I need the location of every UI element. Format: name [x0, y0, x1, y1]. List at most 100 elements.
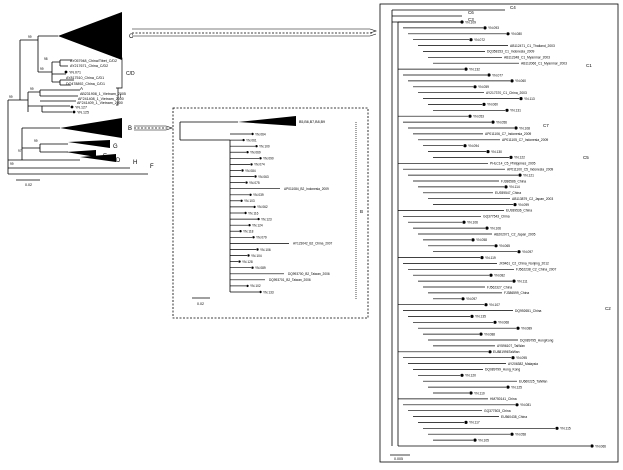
right-taxon: YN.053	[473, 115, 484, 119]
sample-marker	[253, 205, 256, 209]
right-taxon: AY596107_TaiWan	[497, 344, 525, 348]
sample-marker	[511, 356, 515, 360]
subgenotype-labels: C4 C6 C3 C1 C7 C5 C2	[468, 5, 611, 311]
right-taxon: YN.065	[499, 244, 510, 248]
right-taxon: EU939536_China	[506, 209, 532, 213]
right-taxon: FJ562238_C2_China_2007	[516, 268, 556, 272]
f-label: F	[150, 164, 154, 170]
middle-taxon: YN.128	[242, 260, 253, 264]
right-taxon: AB112066_C1_Myanmar_2003	[521, 62, 567, 66]
sample-marker	[242, 138, 245, 142]
sample-marker	[515, 403, 519, 407]
left-taxon: AY817510_China_C/D1	[66, 76, 104, 80]
right-taxon: EU560438_China	[501, 415, 527, 419]
right-taxon: EU660225_TaiWan	[519, 380, 547, 384]
middle-leaves: YN.064YN.061YN.100YN.069YN.090YN.074YN.0…	[229, 132, 333, 294]
right-taxon: YN.088	[484, 332, 495, 336]
c7-label: C7	[543, 123, 549, 128]
right-taxon: YN.113	[524, 97, 535, 101]
svg-text:99: 99	[10, 162, 14, 166]
middle-taxon: YN.074	[254, 163, 265, 167]
right-taxon: YN.097	[466, 297, 477, 301]
right-taxon: YN.056	[496, 120, 507, 124]
left-taxon: YN.125	[77, 111, 89, 115]
sample-marker	[250, 163, 253, 166]
g-label: G	[113, 144, 118, 150]
middle-tree-panel: B5,B6,B7,B8,B9 YN.064YN.061YN.100YN.069Y…	[172, 107, 369, 319]
right-taxon: YN.060	[487, 103, 498, 107]
cd-label: C/D	[126, 71, 135, 77]
sample-marker	[489, 273, 493, 277]
sample-marker	[506, 385, 510, 389]
sample-marker	[518, 173, 522, 177]
i-label: I	[120, 94, 121, 100]
sample-marker	[240, 199, 243, 202]
sample-marker	[238, 260, 241, 263]
sample-marker	[482, 102, 486, 106]
left-taxon: DQ478892_China_C/D1	[66, 82, 105, 86]
right-taxon: YN.131	[510, 109, 521, 113]
right-taxon: AP011100_C5_Indonesia_2009	[507, 168, 553, 172]
middle-taxon: YN.090	[263, 157, 274, 161]
sample-marker	[259, 157, 262, 160]
sample-marker	[252, 236, 255, 239]
right-taxon: YN.066	[595, 444, 606, 448]
middle-taxon: YN.133	[263, 290, 274, 294]
sample-marker	[249, 193, 252, 196]
sample-marker	[257, 217, 260, 221]
middle-taxon: YN.084	[245, 169, 256, 173]
b-label-middle: B	[360, 209, 363, 214]
sample-marker	[246, 284, 249, 288]
left-taxon: YN.071	[69, 71, 81, 75]
right-taxon: YN.072	[474, 38, 485, 42]
middle-taxon: YN.116	[248, 211, 259, 215]
middle-taxon: YN.039	[253, 193, 264, 197]
right-taxon: YN.109	[465, 20, 476, 24]
right-taxon: YN.058	[476, 238, 487, 242]
right-taxon: DQ992651_China	[515, 309, 542, 313]
sample-marker	[245, 181, 248, 184]
middle-taxon: YN.063	[258, 175, 269, 179]
right-taxon: YN.119	[485, 256, 496, 260]
sample-marker	[468, 114, 472, 118]
right-taxon: YN.105	[478, 438, 489, 442]
middle-taxon: YN.100	[259, 145, 270, 149]
right-taxon: AP011106_C7_Indonesia_2009	[485, 132, 531, 136]
sample-marker	[516, 326, 520, 330]
sample-marker	[519, 97, 523, 101]
sample-marker	[493, 320, 497, 324]
svg-text:97: 97	[18, 149, 22, 153]
sample-marker	[504, 185, 508, 189]
sample-marker	[514, 126, 518, 130]
svg-text:98: 98	[44, 57, 48, 61]
sample-marker	[464, 420, 468, 424]
sample-marker	[471, 238, 475, 242]
sample-marker	[513, 203, 517, 207]
sample-marker	[464, 67, 468, 71]
right-taxon: YN.058	[515, 433, 526, 437]
right-taxon: EU939547_China	[495, 191, 521, 195]
right-taxon: YN.130	[491, 150, 502, 154]
sample-marker	[473, 85, 477, 89]
c3-label: C3	[468, 17, 474, 22]
sample-marker	[494, 244, 498, 248]
sample-marker	[259, 290, 262, 294]
c4-label: C4	[510, 5, 516, 10]
right-taxon: YN.107	[489, 303, 500, 307]
middle-taxon: YN.103	[244, 199, 255, 203]
right-taxon: YN.120	[465, 374, 476, 378]
sample-marker	[483, 26, 487, 30]
right-taxon: YN.110	[474, 391, 485, 395]
right-taxon: YN.111	[517, 279, 528, 283]
middle-taxon: YN.075	[249, 181, 260, 185]
c1-label: C1	[586, 63, 592, 68]
sample-marker	[247, 254, 250, 257]
svg-text:99: 99	[34, 139, 38, 143]
sample-marker	[460, 20, 464, 24]
right-taxon: YN.106	[490, 226, 501, 230]
right-taxon: YN.068	[498, 321, 509, 325]
right-taxon: YN.081	[520, 403, 531, 407]
right-taxon: GQ377543_China	[483, 215, 510, 219]
